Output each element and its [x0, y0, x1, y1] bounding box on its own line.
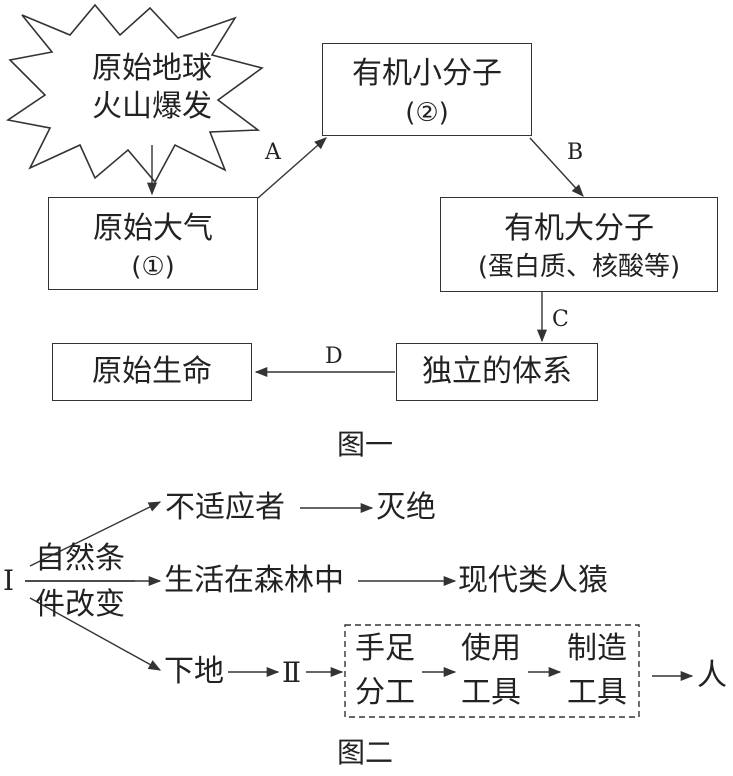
label-d: D	[325, 344, 343, 369]
arrow-to-unfit	[29, 501, 162, 567]
burst-text-line2: 火山爆发	[92, 89, 212, 124]
human-text: 人	[697, 658, 727, 693]
independent-system-box	[396, 343, 598, 401]
label-i: I	[3, 564, 15, 597]
ground-text: 下地	[164, 654, 224, 689]
burst-text-line1: 原始地球	[92, 51, 212, 86]
atmosphere-box	[48, 197, 258, 290]
figure1-caption: 图一	[336, 428, 393, 461]
large-molecule-line2: (蛋白质、核酸等)	[477, 252, 681, 282]
small-molecule-box	[322, 43, 532, 136]
unfit-text: 不适应者	[165, 490, 285, 525]
primitive-life-box	[52, 343, 252, 401]
make-tools-line2: 工具	[567, 675, 627, 710]
atmosphere-line2: (①)	[131, 252, 175, 282]
atmosphere-line1: 原始大气	[93, 211, 213, 246]
arrow-a	[257, 137, 327, 199]
hands-feet-line1: 手足	[355, 631, 415, 666]
volcano-burst-shape	[5, 3, 264, 184]
hands-feet-line2: 分工	[355, 675, 415, 710]
nature-change-line2: 件改变	[35, 587, 125, 622]
independent-system-text: 独立的体系	[422, 354, 572, 389]
large-molecule-box	[440, 197, 718, 292]
label-b: B	[567, 140, 584, 165]
small-molecule-line1: 有机小分子	[352, 56, 502, 91]
use-tools-line2: 工具	[461, 675, 521, 710]
label-ii: Ⅱ	[282, 656, 302, 689]
apes-text: 现代类人猿	[458, 563, 608, 598]
forest-text: 生活在森林中	[164, 563, 344, 598]
use-tools-line1: 使用	[461, 631, 521, 666]
make-tools-line1: 制造	[567, 631, 627, 666]
label-c: C	[552, 307, 569, 332]
extinct-text: 灭绝	[376, 490, 436, 525]
arrow-to-ground	[29, 597, 162, 671]
evolution-dashed-box	[344, 624, 640, 718]
figure2-caption: 图二	[336, 736, 393, 769]
small-molecule-line2: (②)	[405, 98, 449, 128]
label-a: A	[265, 140, 281, 165]
primitive-life-text: 原始生命	[92, 354, 212, 389]
nature-change-line1: 自然条	[35, 541, 125, 576]
large-molecule-line1: 有机大分子	[504, 211, 654, 246]
arrow-b	[529, 137, 584, 197]
